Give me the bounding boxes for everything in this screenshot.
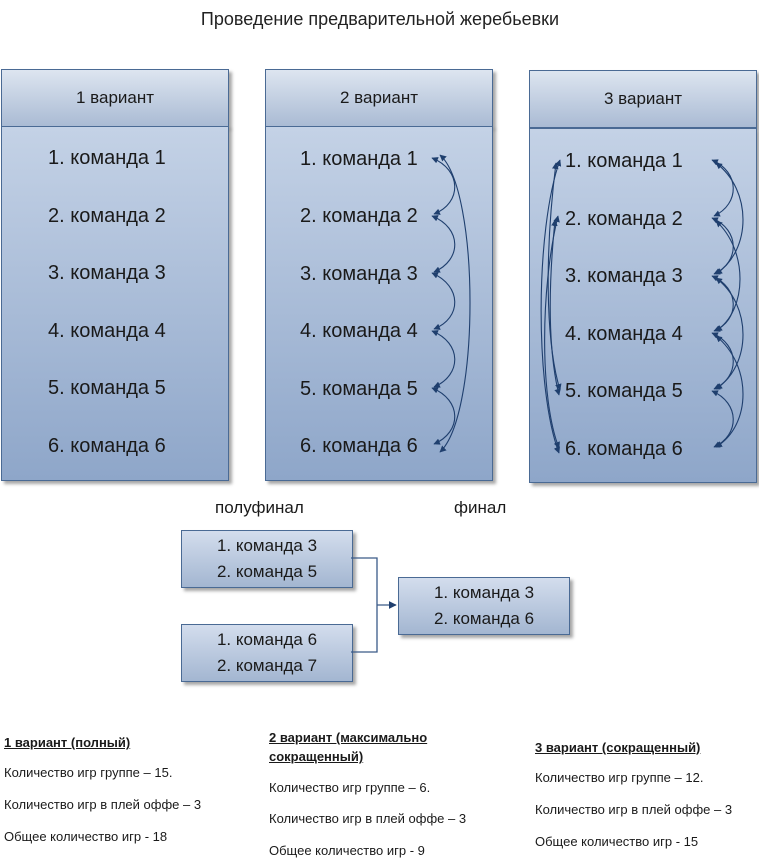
variant-1-body: 1. команда 1 2. команда 2 3. команда 3 4…: [1, 126, 229, 481]
final-box: 1. команда 3 2. команда 6: [398, 577, 570, 635]
variant-2-team-3: 3. команда 3: [300, 263, 418, 285]
variant-3-arrows: [540, 159, 744, 454]
semifinal-1-box: 1. команда 3 2. команда 5: [181, 530, 353, 588]
variant-2-arrows: [431, 154, 471, 453]
final-label: финал: [454, 498, 507, 517]
summary-variant-3: 3 вариант (сокращенный) Количество игр г…: [535, 738, 757, 858]
variant-3-team-2: 2. команда 2: [565, 208, 683, 230]
summary-1-title: 1 вариант (полный): [4, 735, 131, 750]
diagram-title: Проведение предварительной жеребьевки: [200, 9, 560, 29]
summary-3-line-1: Количество игр группе – 12.: [535, 770, 704, 785]
variant-3-header: 3 вариант: [529, 70, 757, 128]
summary-1-line-1: Количество игр группе – 15.: [4, 765, 173, 780]
variant-1-team-1: 1. команда 1: [48, 147, 166, 169]
variant-2-team-5: 5. команда 5: [300, 378, 418, 400]
variant-1-team-5: 5. команда 5: [48, 377, 166, 399]
summary-3-line-2: Количество игр в плей оффе – 3: [535, 802, 733, 817]
final-team-2: 2. команда 6: [433, 609, 535, 628]
summary-1-line-3: Общее количество игр - 18: [4, 829, 168, 844]
variant-3-team-1: 1. команда 1: [565, 150, 683, 172]
final-team-1: 1. команда 3: [433, 583, 535, 602]
semifinal-1-team-1: 1. команда 3: [216, 536, 318, 555]
semifinal-1-team-2: 2. команда 5: [216, 562, 318, 581]
variant-2-team-2: 2. команда 2: [300, 205, 418, 227]
variant-2-team-4: 4. команда 4: [300, 320, 418, 342]
semifinal-2-team-2: 2. команда 7: [216, 656, 318, 675]
semifinal-2-box: 1. команда 6 2. команда 7: [181, 624, 353, 682]
variant-3-team-5: 5. команда 5: [565, 380, 683, 402]
variant-2-team-1: 1. команда 1: [300, 148, 418, 170]
variant-2-team-6: 6. команда 6: [300, 435, 418, 457]
summary-2-line-3: Общее количество игр - 9: [269, 843, 425, 858]
summary-3-line-3: Общее количество игр - 15: [535, 834, 699, 849]
summary-2-title: 2 вариант (максимально сокращенный): [269, 730, 428, 764]
variant-1-team-4: 4. команда 4: [48, 320, 166, 342]
summary-3-title: 3 вариант (сокращенный): [535, 740, 701, 755]
variant-2-header: 2 вариант: [265, 69, 493, 127]
semifinal-label: полуфинал: [215, 498, 304, 517]
bracket-lines: [351, 557, 397, 653]
variant-1-team-6: 6. команда 6: [48, 435, 166, 457]
variant-1-team-3: 3. команда 3: [48, 262, 166, 284]
summary-variant-1: 1 вариант (полный) Количество игр группе…: [4, 733, 244, 853]
variant-3-team-6: 6. команда 6: [565, 438, 683, 460]
summary-2-line-2: Количество игр в плей оффе – 3: [269, 811, 467, 826]
variant-3-team-3: 3. команда 3: [565, 265, 683, 287]
summary-variant-2: 2 вариант (максимально сокращенный) Коли…: [269, 728, 489, 858]
variant-1-team-2: 2. команда 2: [48, 205, 166, 227]
summary-2-line-1: Количество игр группе – 6.: [269, 780, 431, 795]
variant-3-team-4: 4. команда 4: [565, 323, 683, 345]
summary-1-line-2: Количество игр в плей оффе – 3: [4, 797, 202, 812]
semifinal-2-team-1: 1. команда 6: [216, 630, 318, 649]
